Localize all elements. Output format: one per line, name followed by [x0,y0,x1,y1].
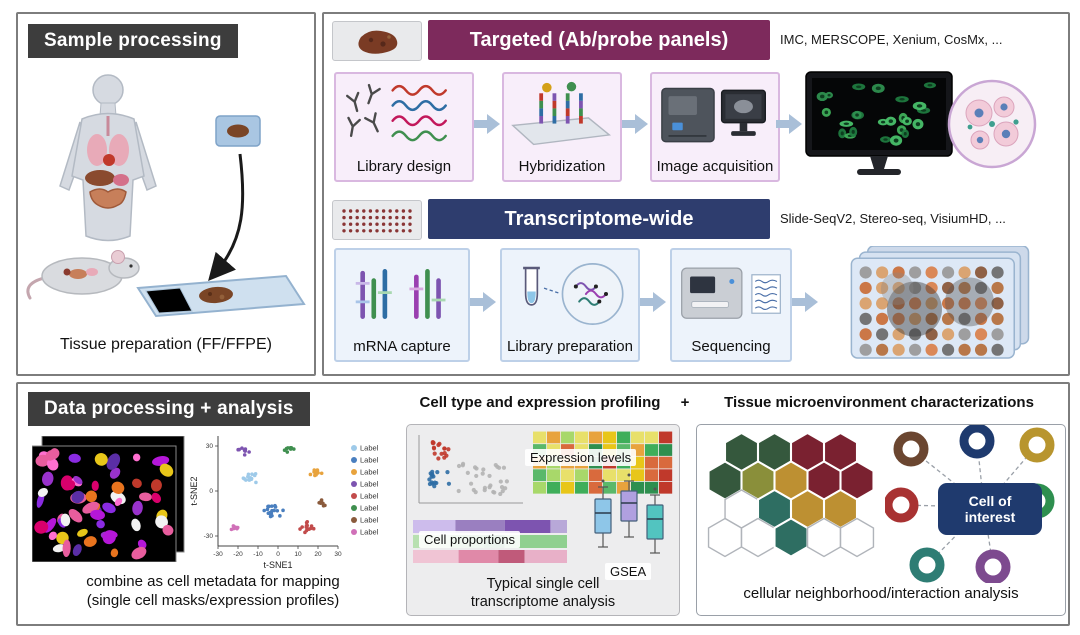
library-preparation-icon [502,250,638,338]
subheader-plus: + [680,394,690,411]
targeted-platforms: IMC, MERSCOPE, Xenium, CosMx, ... [780,32,1003,47]
svg-text:Label: Label [360,444,379,453]
hybridization-icon [504,74,620,158]
svg-text:t-SNE1: t-SNE1 [263,560,292,570]
svg-text:Label: Label [360,456,379,465]
metadata-caption-line2: (single cell masks/expression profiles) [86,592,340,609]
flow-arrow [776,114,802,134]
volcano-plot [418,435,523,504]
svg-text:-10: -10 [253,551,263,558]
step-label: Hybridization [518,158,606,175]
step-label: Library design [356,158,452,175]
cell-masks-image [32,436,185,562]
microenv-caption: cellular neighborhood/interaction analys… [743,585,1019,602]
spot-array-thumbnail-icon [332,200,422,240]
cell-proportions-label: Cell proportions [419,531,521,548]
single-cell-analysis-box: Expression levels Cell proportions GSEA … [406,424,680,616]
step-hybridization: Hybridization [502,72,622,182]
fluorescence-monitor-icon [805,71,953,175]
step-label: mRNA capture [353,338,451,355]
cell-inset-icon [947,79,1037,169]
expression-levels-label: Expression levels [525,449,637,466]
svg-text:Label: Label [360,516,379,525]
tissue-sample-box-icon [208,115,261,282]
library-design-icon [336,74,472,158]
step-image-acquisition: Image acquisition [650,72,780,182]
step-library-preparation: Library preparation [500,248,640,362]
flow-arrow [622,114,648,134]
transcriptome-platforms: Slide-SeqV2, Stereo-seq, VisiumHD, ... [780,211,1006,226]
subheader-right: Tissue microenvironment characterization… [724,394,1034,411]
flow-arrow [474,114,500,134]
analysis-panel: Data processing + analysis -30 -20 -10 0 10 2… [16,382,1070,626]
mouse-icon [26,250,140,300]
flow-arrow [640,292,666,312]
transcriptome-banner: Transcriptome-wide [428,199,770,239]
human-body-icon [59,74,157,242]
step-library-design: Library design [334,72,474,182]
metadata-caption: combine as cell metadata for mapping (si… [22,572,404,610]
tissue-source-illustration [26,74,306,318]
sample-panel-title: Sample processing [28,24,238,58]
targeted-banner: Targeted (Ab/probe panels) [428,20,770,60]
svg-text:Label: Label [360,504,379,513]
svg-text:30: 30 [206,443,214,450]
gsea-label: GSEA [605,563,652,580]
spatial-spot-array-icon [850,246,1030,359]
hexagon-neighborhood-map [707,431,875,558]
subheader-left: Cell type and expression profiling [419,394,661,411]
step-label: Library preparation [507,338,633,355]
flow-arrow [792,292,818,312]
sequencer-icon [672,250,790,338]
gsea-boxplot [594,473,664,554]
methods-panel: Targeted (Ab/probe panels) IMC, MERSCOPE… [322,12,1070,376]
svg-text:-30: -30 [213,551,223,558]
svg-text:-30: -30 [204,533,214,540]
mrna-capture-icon [336,250,468,338]
svg-text:10: 10 [294,551,302,558]
tissue-thumbnail-icon [332,21,422,61]
cell-of-interest-badge: Cell of interest [938,483,1042,535]
step-sequencing: Sequencing [670,248,792,362]
sample-caption: Tissue preparation (FF/FFPE) [60,336,272,353]
analysis-panel-title: Data processing + analysis [28,392,310,426]
svg-text:Label: Label [360,492,379,501]
single-cell-caption: Typical single cell transcriptome analys… [470,576,616,610]
sample-processing-panel: Sample processing [16,12,316,376]
imaging-machine-icon [652,74,778,158]
step-label: Image acquisition [656,158,774,175]
svg-text:Label: Label [360,528,379,537]
svg-text:t-SNE2: t-SNE2 [189,476,199,505]
svg-text:-20: -20 [233,551,243,558]
svg-text:Label: Label [360,480,379,489]
svg-text:30: 30 [334,551,342,558]
flow-arrow [470,292,496,312]
metadata-caption-line1: combine as cell metadata for mapping [86,573,340,590]
step-mrna-capture: mRNA capture [334,248,470,362]
microenvironment-box: Cell of interest cellular neighborhood/i… [696,424,1066,616]
svg-text:Label: Label [360,468,379,477]
svg-text:20: 20 [314,551,322,558]
svg-text:0: 0 [276,551,280,558]
slide-icon [136,274,306,318]
svg-text:0: 0 [209,488,213,495]
analysis-subheader: Cell type and expression profiling + Tis… [404,394,1064,411]
step-label: Sequencing [691,338,771,355]
